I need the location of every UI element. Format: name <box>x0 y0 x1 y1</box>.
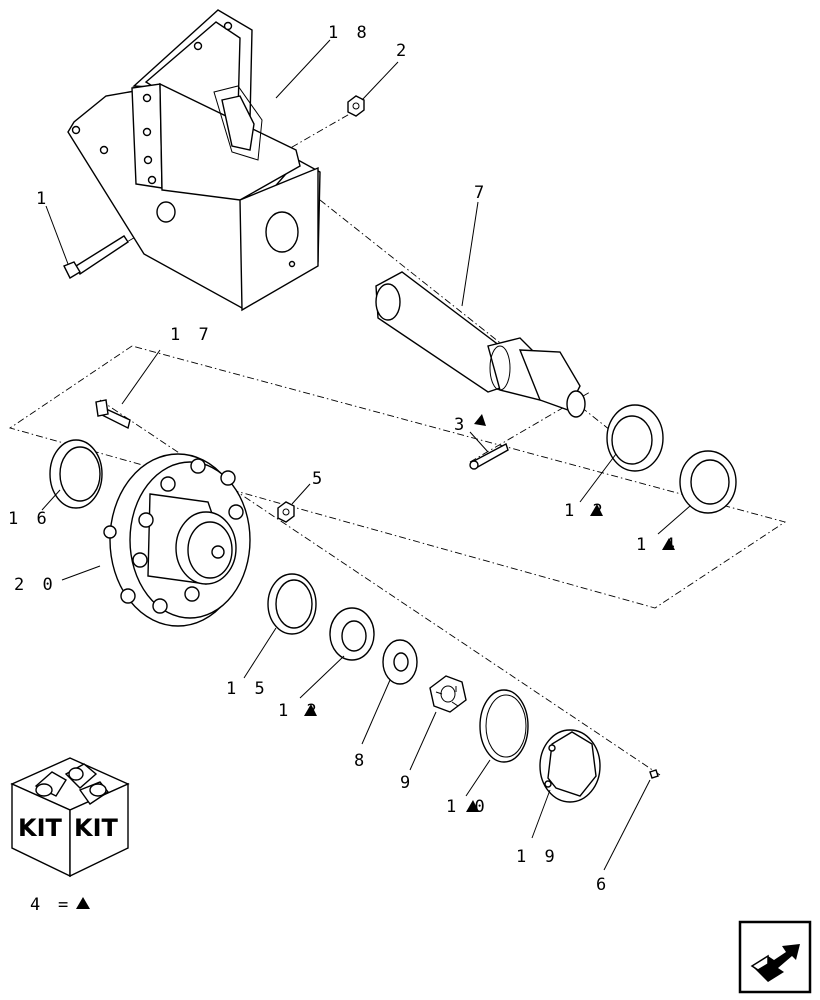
next-page-arrow-icon <box>738 920 812 994</box>
hub-bolt-part <box>95 399 131 430</box>
callout-16: 1 6 <box>8 509 51 529</box>
wheel-nut-part <box>277 501 295 523</box>
bolt-part <box>63 235 129 279</box>
dust-cap-part <box>539 729 601 803</box>
bearing-part <box>679 450 737 514</box>
kit-label-left: KIT <box>18 814 63 842</box>
kit-triangle-3 <box>474 414 486 426</box>
callout-3: 3 <box>454 415 468 435</box>
spindle-part <box>375 271 586 418</box>
gasket-part <box>479 689 529 763</box>
kit-triangle-12-upper <box>590 504 603 516</box>
next-page-button[interactable] <box>738 920 812 994</box>
bearing-race-part <box>49 439 103 509</box>
legend-equals-sign: = <box>58 895 72 915</box>
leader-lines <box>41 39 691 871</box>
callout-5: 5 <box>312 469 326 489</box>
kit-legend: 4 = <box>30 895 90 915</box>
hub-part <box>103 453 251 627</box>
bearing-cone-part <box>329 607 375 661</box>
callout-2: 2 <box>396 41 410 61</box>
castle-nut-part <box>429 675 467 713</box>
kit-triangle-14 <box>662 538 675 550</box>
callout-10: 1 0 <box>446 797 489 817</box>
kit-box-icon: KIT KIT <box>10 757 130 878</box>
callout-1: 1 <box>36 189 50 209</box>
seal-part-upper <box>606 404 664 472</box>
kit-label-right: KIT <box>74 814 119 842</box>
callout-6: 6 <box>596 875 610 895</box>
cotter-pin-part <box>469 442 509 470</box>
callout-17: 1 7 <box>170 325 213 345</box>
kit-triangle-12-lower <box>304 704 317 716</box>
callout-8: 8 <box>354 751 368 771</box>
grease-fitting-part <box>649 769 659 779</box>
callout-15: 1 5 <box>226 679 269 699</box>
legend-item-number: 4 <box>30 895 44 915</box>
nut-part <box>347 95 365 117</box>
kit-marker-triangles <box>304 414 675 812</box>
callout-9: 9 <box>400 773 414 793</box>
bracket-part <box>67 9 321 312</box>
legend-kit-triangle <box>76 897 90 909</box>
callout-19: 1 9 <box>516 847 559 867</box>
hub-studs <box>103 458 244 614</box>
callout-18: 1 8 <box>328 23 371 43</box>
outer-race-part <box>267 573 317 635</box>
callout-7: 7 <box>474 183 488 203</box>
washer-part <box>382 639 418 685</box>
callout-20: 2 0 <box>14 575 57 595</box>
kit-triangle-10 <box>466 800 479 812</box>
